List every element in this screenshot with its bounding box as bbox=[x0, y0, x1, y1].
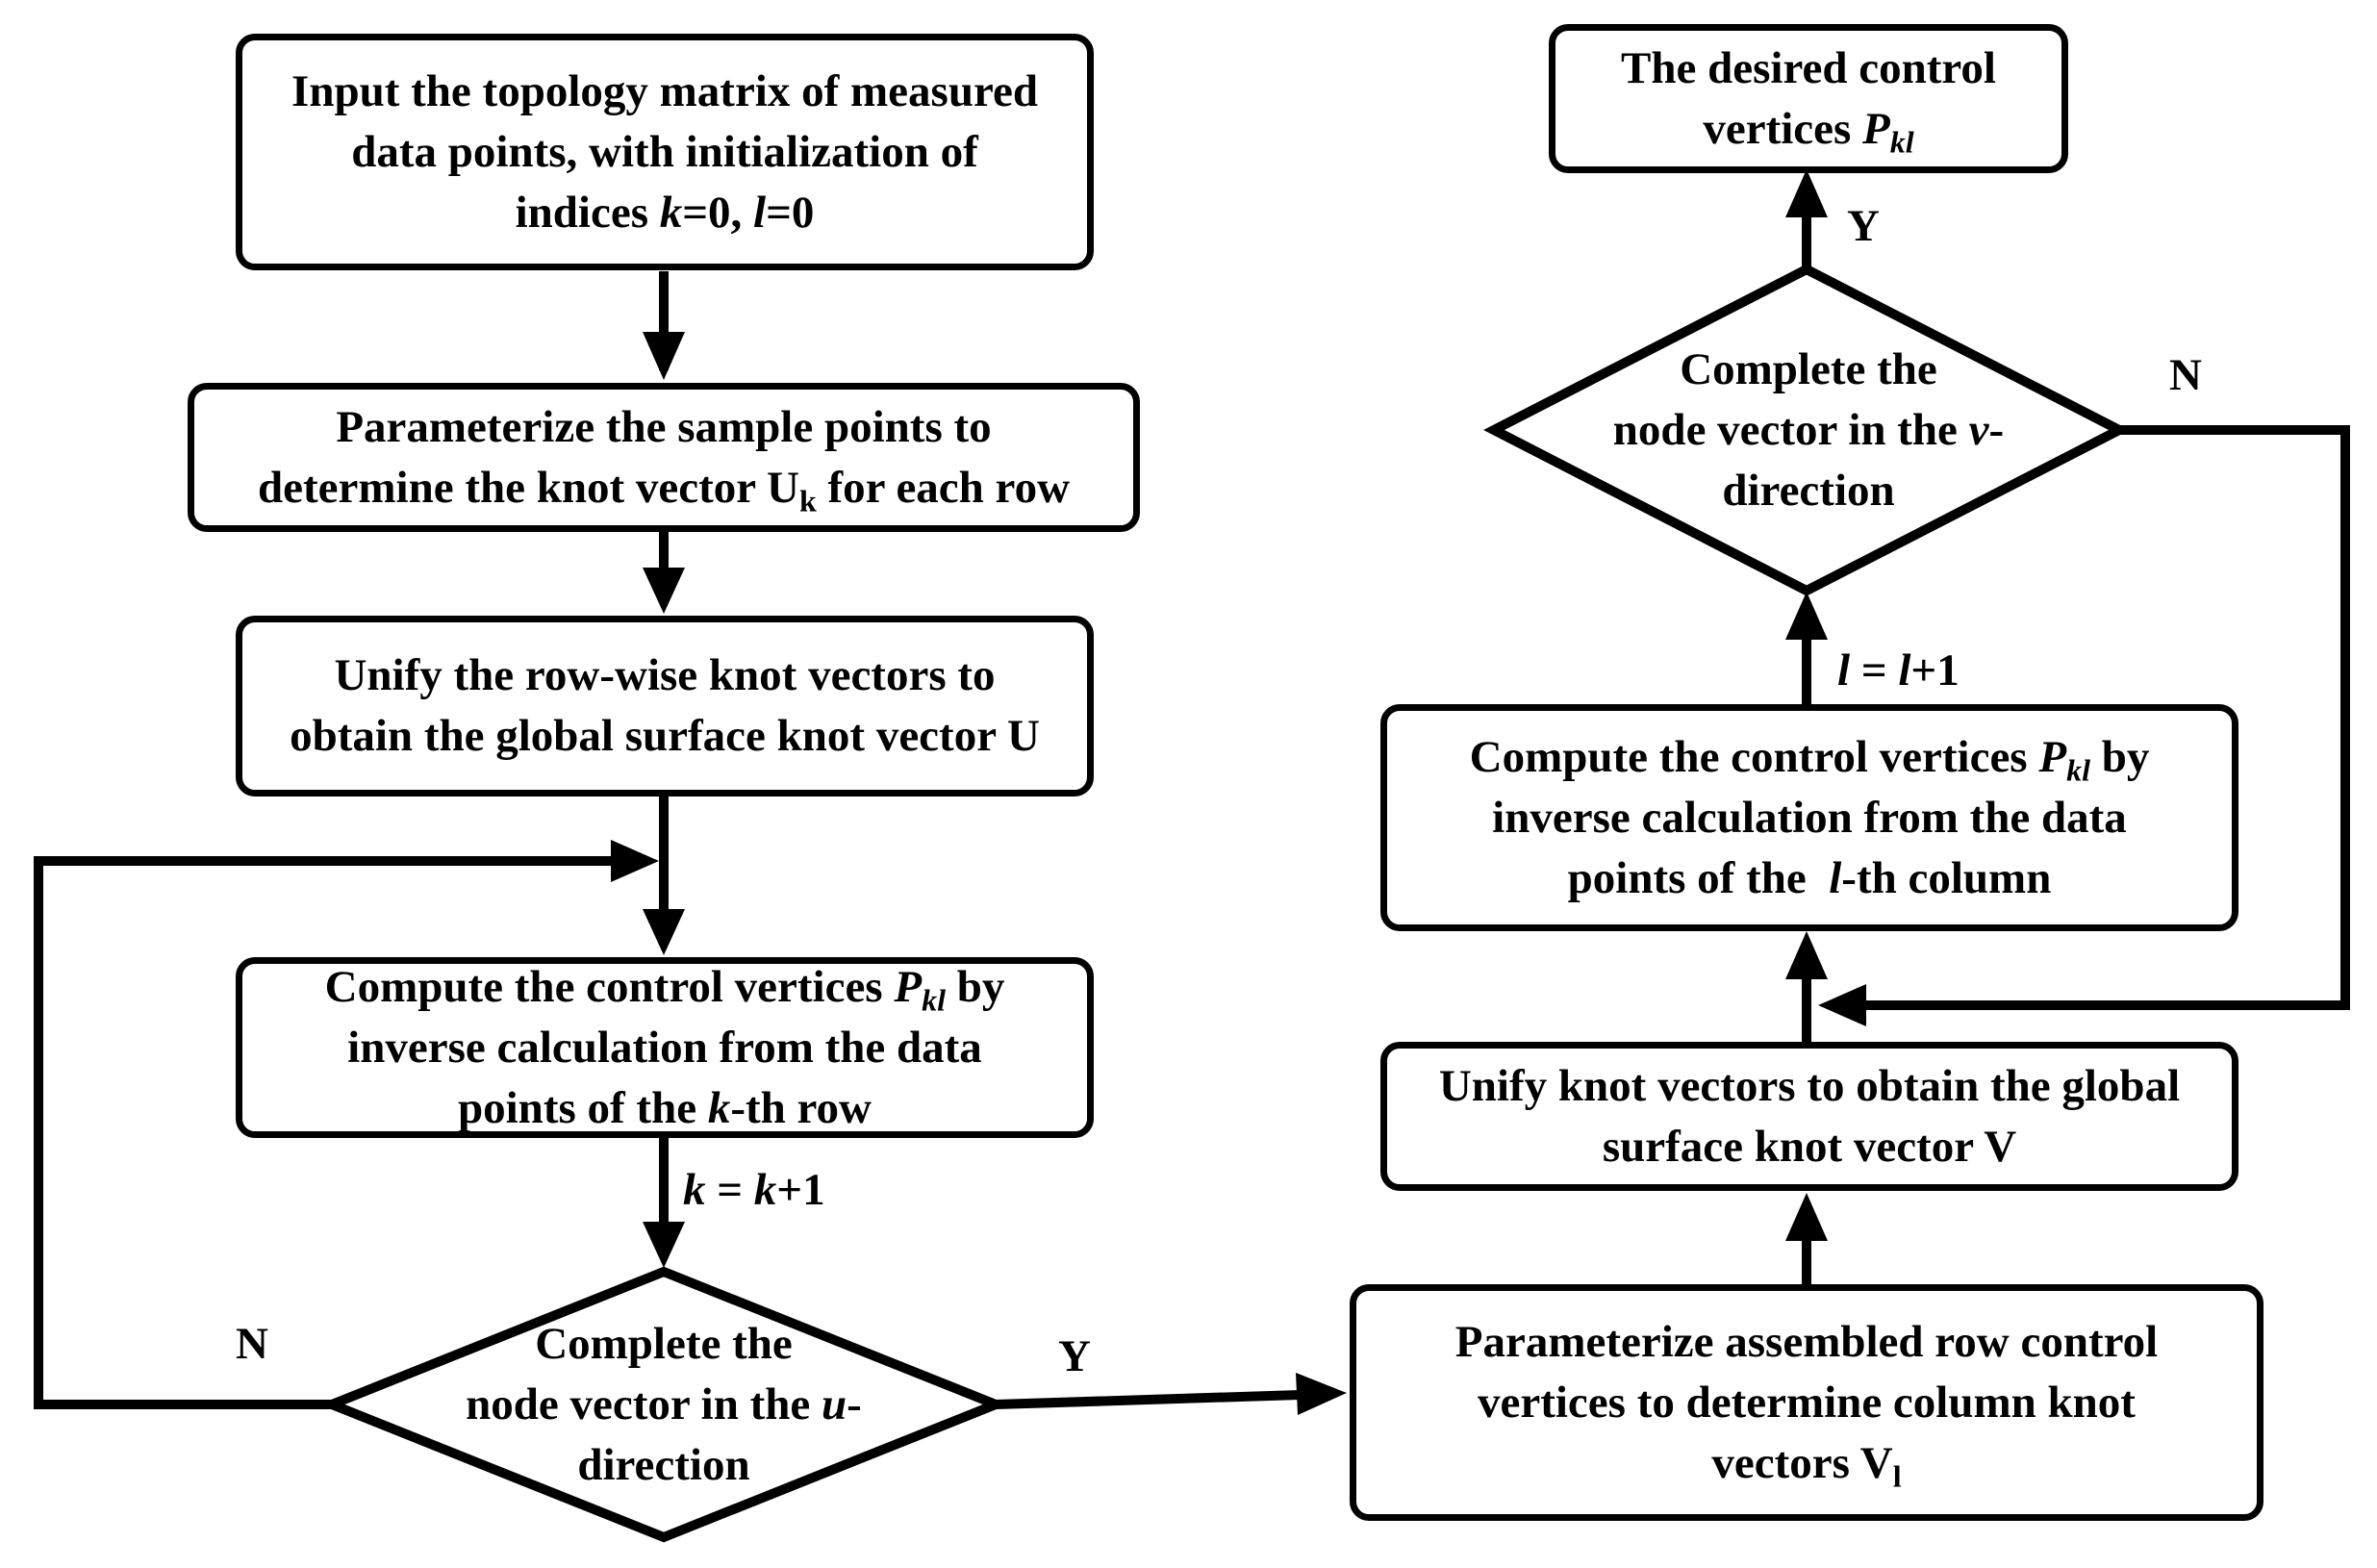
compute-row-line1: Compute the control vertices Pkl by bbox=[325, 957, 1005, 1018]
desired-line1: The desired control bbox=[1621, 42, 1996, 93]
row-index-k: k bbox=[707, 1082, 731, 1133]
param-assembled-box: Parameterize assembled row control verti… bbox=[1350, 1284, 2263, 1521]
unify-row-line2: obtain the global surface knot vector U bbox=[290, 711, 1040, 761]
compute-col-box: Compute the control vertices Pkl by inve… bbox=[1380, 704, 2238, 931]
unify-col-line2: surface knot vector V bbox=[1602, 1121, 2017, 1172]
control-vertex-symbol: P bbox=[894, 961, 923, 1012]
index-k-init: =0, bbox=[682, 187, 754, 238]
input-box-line2: data points, with initialization of bbox=[351, 126, 978, 177]
control-vertex-subscript: kl bbox=[1889, 124, 1914, 160]
index-k: k bbox=[659, 187, 683, 238]
equals: = bbox=[1850, 645, 1899, 695]
k-var: k bbox=[683, 1165, 706, 1215]
column-index-l: l bbox=[1829, 852, 1842, 903]
compute-col-line1: Compute the control vertices Pkl by bbox=[1470, 727, 2150, 788]
param-sample-box: Parameterize the sample points to determ… bbox=[188, 383, 1140, 532]
decision-u-line1: Complete the bbox=[535, 1318, 793, 1369]
direction-u: u bbox=[822, 1378, 847, 1429]
param-sample-line1: Parameterize the sample points to bbox=[336, 401, 992, 452]
v-yes-label: Y bbox=[1847, 201, 1880, 251]
compute-row-line2: inverse calculation from the data bbox=[347, 1022, 982, 1073]
control-vertex-subscript: kl bbox=[922, 982, 946, 1018]
decision-u-hyphen: - bbox=[847, 1378, 862, 1429]
decision-v-line1: Complete the bbox=[1680, 343, 1937, 394]
compute-col-line2: inverse calculation from the data bbox=[1492, 792, 2127, 843]
param-sample-subscript: k bbox=[798, 483, 817, 518]
l-increment-label: l = l+1 bbox=[1837, 646, 1960, 695]
compute-row-th-row: -th row bbox=[730, 1082, 872, 1133]
control-vertex-symbol: P bbox=[1862, 103, 1890, 154]
k-increment-label: k = k+1 bbox=[683, 1166, 825, 1214]
compute-row-line3: points of the k-th row bbox=[325, 1078, 1005, 1139]
decision-v-line2: node vector in the v- bbox=[1613, 400, 2004, 461]
unify-col-box: Unify knot vectors to obtain the global … bbox=[1380, 1042, 2238, 1191]
compute-row-by: by bbox=[945, 961, 1005, 1012]
arrowhead bbox=[643, 332, 685, 380]
param-sample-text: determine the knot vector U bbox=[257, 462, 799, 513]
param-assembled-line3: vectors Vl bbox=[1455, 1433, 2158, 1494]
param-sample-line2: determine the knot vector Uk for each ro… bbox=[258, 458, 1070, 518]
compute-row-text: Compute the control vertices bbox=[324, 961, 895, 1012]
l-var: l bbox=[1837, 645, 1851, 695]
input-box: Input the topology matrix of measured da… bbox=[236, 34, 1094, 270]
plus-one: +1 bbox=[776, 1165, 825, 1215]
compute-col-th-column: -th column bbox=[1841, 852, 2052, 903]
u-no-label: N bbox=[236, 1319, 268, 1369]
decision-u-line3: direction bbox=[577, 1439, 750, 1490]
compute-col-text: Compute the control vertices bbox=[1469, 731, 2039, 782]
decision-v-text: Complete the node vector in the v- direc… bbox=[1558, 334, 2059, 526]
compute-col-by: by bbox=[2089, 731, 2150, 782]
param-assembled-text: vectors V bbox=[1711, 1437, 1893, 1488]
param-assembled-subscript: l bbox=[1892, 1458, 1902, 1494]
arrow-decision-u-yes bbox=[995, 1390, 1302, 1409]
l-var: l bbox=[1898, 645, 1911, 695]
unify-row-box: Unify the row-wise knot vectors to obtai… bbox=[236, 616, 1094, 797]
decision-v-node: node vector in the bbox=[1612, 404, 1969, 455]
decision-u-node: node vector in the bbox=[466, 1378, 822, 1429]
decision-v-diamond bbox=[1483, 264, 2130, 596]
loop-v-no bbox=[1861, 425, 2350, 1010]
desired-box: The desired control vertices Pkl bbox=[1549, 24, 2068, 173]
input-box-line1: Input the topology matrix of measured bbox=[291, 65, 1038, 116]
desired-line2: vertices Pkl bbox=[1621, 99, 1996, 160]
decision-u-text: Complete the node vector in the u- direc… bbox=[414, 1308, 914, 1501]
control-vertex-subscript: kl bbox=[2066, 752, 2090, 788]
input-indices-label: indices bbox=[515, 187, 660, 238]
desired-text: vertices bbox=[1703, 103, 1863, 154]
plus-one: +1 bbox=[1910, 645, 1960, 695]
direction-v: v bbox=[1968, 404, 1989, 455]
param-assembled-line1: Parameterize assembled row control bbox=[1454, 1316, 2159, 1367]
unify-col-line1: Unify knot vectors to obtain the global bbox=[1438, 1060, 2181, 1111]
v-no-label: N bbox=[2169, 350, 2202, 400]
compute-col-line3: points of the l-th column bbox=[1470, 848, 2150, 909]
compute-row-box: Compute the control vertices Pkl by inve… bbox=[236, 957, 1094, 1138]
decision-v-hyphen: - bbox=[1988, 404, 2005, 455]
u-yes-label: Y bbox=[1058, 1331, 1091, 1381]
k-var: k bbox=[753, 1165, 777, 1215]
control-vertex-symbol: P bbox=[2038, 731, 2067, 782]
index-l-init: =0 bbox=[766, 187, 815, 238]
decision-u-diamond bbox=[318, 1266, 1009, 1543]
decision-u-line2: node vector in the u- bbox=[466, 1375, 862, 1435]
input-box-line3: indices k=0, l=0 bbox=[291, 183, 1038, 243]
param-assembled-line2: vertices to determine column knot bbox=[1478, 1377, 2136, 1428]
index-l: l bbox=[753, 187, 767, 238]
loop-u-no bbox=[34, 856, 616, 1409]
compute-col-points: points of the bbox=[1567, 852, 1830, 903]
equals: = bbox=[705, 1165, 754, 1215]
decision-v-line3: direction bbox=[1722, 465, 1895, 516]
param-sample-tail: for each row bbox=[816, 462, 1071, 513]
unify-row-line1: Unify the row-wise knot vectors to bbox=[334, 650, 996, 700]
compute-row-points: points of the bbox=[457, 1082, 708, 1133]
